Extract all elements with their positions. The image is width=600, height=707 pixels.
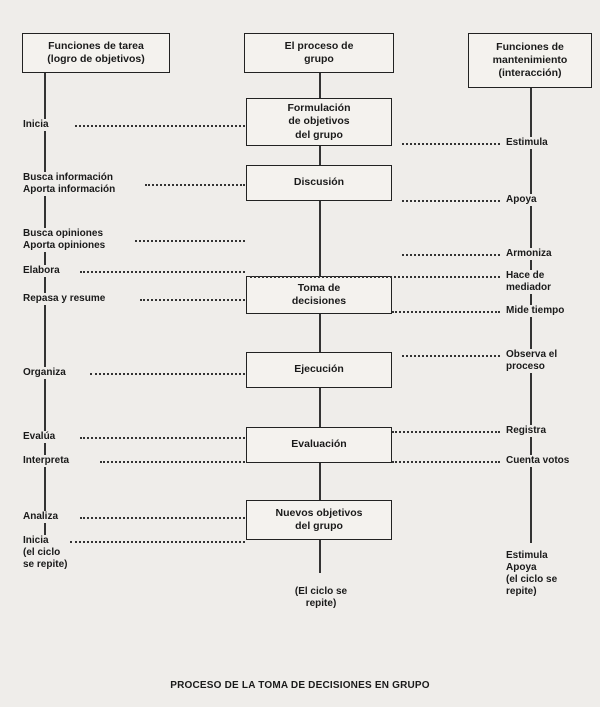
connector-right xyxy=(392,461,500,463)
left-label-elaborates: Elabora xyxy=(22,265,61,277)
connector-left xyxy=(80,437,245,439)
right-label-records: Registra xyxy=(505,425,548,437)
connector-left xyxy=(135,240,245,242)
connector-left xyxy=(140,299,245,301)
center-cycle-repeats: (El ciclo se repite) xyxy=(285,586,357,610)
stage-execution: Ejecución xyxy=(246,352,392,388)
left-label-evaluates: Evalúa xyxy=(22,431,57,443)
center-axis-line xyxy=(319,73,321,573)
connector-left xyxy=(70,541,245,543)
stage-evaluation: Evaluación xyxy=(246,427,392,463)
stage-decision: Toma de decisiones xyxy=(246,276,392,314)
left-axis-line xyxy=(44,73,46,541)
left-label-reviews: Repasa y resume xyxy=(22,293,107,305)
figure-caption: PROCESO DE LA TOMA DE DECISIONES EN GRUP… xyxy=(170,680,430,691)
left-label-information: Busca información Aporta información xyxy=(22,172,117,196)
right-label-stimulates: Estimula xyxy=(505,137,549,149)
connector-left xyxy=(80,517,245,519)
connector-left xyxy=(90,373,245,375)
header-maintenance-functions: Funciones de mantenimiento (interacción) xyxy=(468,33,592,88)
left-label-analyzes: Analiza xyxy=(22,511,60,523)
stage-formulation: Formulación de objetivos del grupo xyxy=(246,98,392,146)
connector-right xyxy=(402,200,500,202)
right-label-times: Mide tiempo xyxy=(505,305,566,317)
connector-right xyxy=(402,254,500,256)
header-group-process: El proceso de grupo xyxy=(244,33,394,73)
left-label-opinions: Busca opiniones Aporta opiniones xyxy=(22,228,107,252)
connector-left xyxy=(145,184,245,186)
left-label-initiates: Inicia xyxy=(22,119,50,131)
right-label-cycle-repeats: Estimula Apoya (el ciclo se repite) xyxy=(505,550,559,598)
right-label-harmonizes: Armoniza xyxy=(505,248,553,260)
right-label-counts-votes: Cuenta votos xyxy=(505,455,571,467)
connector-right xyxy=(392,431,500,433)
connector-right xyxy=(392,311,500,313)
connector-left xyxy=(100,461,245,463)
right-label-supports: Apoya xyxy=(505,194,538,206)
left-label-organizes: Organiza xyxy=(22,367,67,379)
left-label-initiates-cycle: Inicia (el ciclo se repite) xyxy=(22,535,69,571)
connector-left xyxy=(80,271,245,273)
connector-right xyxy=(402,355,500,357)
header-task-functions: Funciones de tarea (logro de objetivos) xyxy=(22,33,170,73)
stage-discussion: Discusión xyxy=(246,165,392,201)
stage-new-objectives: Nuevos objetivos del grupo xyxy=(246,500,392,540)
right-label-mediates: Hace de mediador xyxy=(505,270,553,294)
connector-right xyxy=(250,276,500,278)
right-label-observes: Observa el proceso xyxy=(505,349,559,373)
connector-left xyxy=(75,125,245,127)
connector-right xyxy=(402,143,500,145)
left-label-interprets: Interpreta xyxy=(22,455,71,467)
